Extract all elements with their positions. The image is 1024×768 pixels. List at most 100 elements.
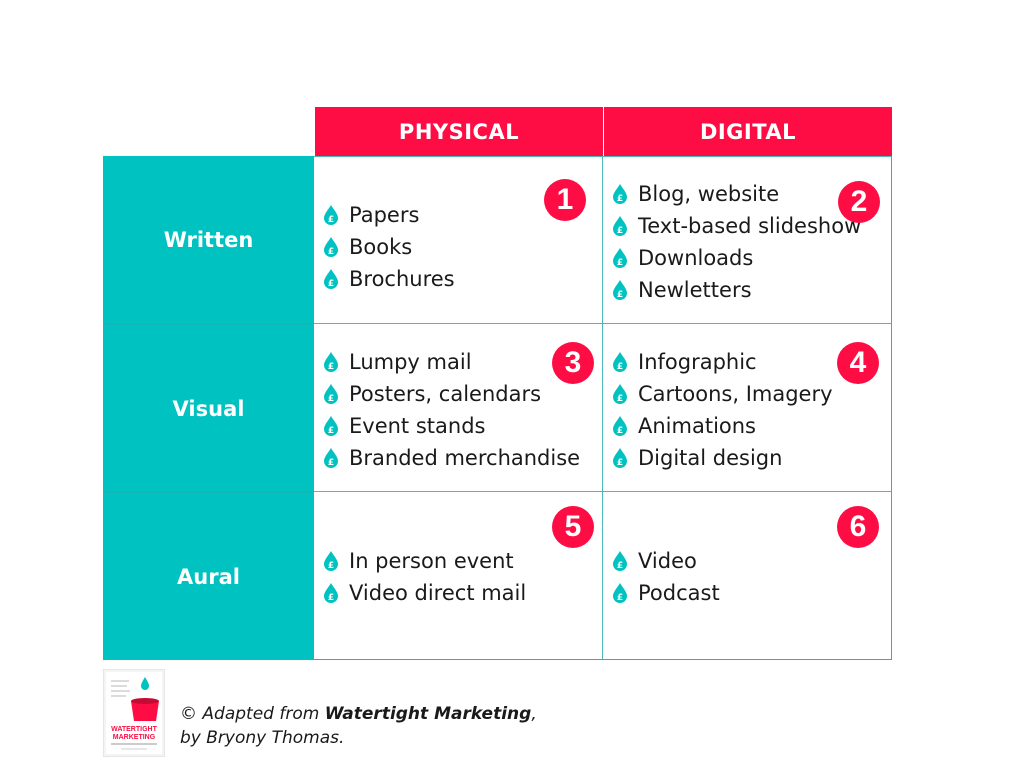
item-list: £Infographic£Cartoons, Imagery£Animation…	[611, 346, 833, 474]
item-text: Downloads	[638, 246, 754, 270]
list-item: £Branded merchandise	[322, 442, 580, 474]
pound-symbol: £	[617, 458, 623, 468]
cell-number-badge: 1	[544, 179, 586, 221]
item-text: Cartoons, Imagery	[638, 382, 833, 406]
list-item: £ Podcast	[611, 577, 720, 609]
pound-symbol: £	[617, 394, 623, 404]
item-text: Event stands	[349, 414, 486, 438]
list-item: £ Lumpy mail	[322, 346, 580, 378]
cell-number-badge: 3	[552, 342, 594, 384]
water-drop-pound-icon: £	[324, 352, 338, 372]
item-list: £ Video £ Podcast	[611, 545, 720, 609]
water-drop-pound-icon: £	[324, 448, 338, 468]
pound-symbol: £	[328, 394, 334, 404]
water-drop-pound-icon: £	[324, 551, 338, 571]
cell-written-physical: £ Papers £ Books £ Brochures 1	[314, 156, 603, 324]
row-header-written: Written	[103, 156, 314, 324]
book-title-line-2: MARKETING	[113, 734, 156, 741]
cell-aural-digital: £ Video £ Podcast 6	[603, 492, 892, 660]
water-drop-pound-icon: £	[613, 384, 627, 404]
pound-symbol: £	[617, 226, 623, 236]
pound-symbol: £	[617, 290, 623, 300]
water-drop-pound-icon: £	[613, 352, 627, 372]
item-text: Digital design	[638, 446, 783, 470]
credit-author: by Bryony Thomas.	[180, 728, 345, 748]
item-list: £ In person event £ Video direct mail	[322, 545, 526, 609]
corner-blank	[103, 107, 314, 156]
water-drop-pound-icon: £	[324, 205, 338, 225]
pound-symbol: £	[617, 362, 623, 372]
water-drop-pound-icon: £	[613, 248, 627, 268]
pound-symbol: £	[617, 426, 623, 436]
credit-line-1: © Adapted from Watertight Marketing,	[180, 702, 537, 726]
water-drop-pound-icon: £	[613, 184, 627, 204]
pound-symbol: £	[328, 279, 334, 289]
water-drop-pound-icon: £	[613, 551, 627, 571]
list-item: £ Text-based slideshow	[611, 210, 861, 242]
list-item: £ In person event	[322, 545, 526, 577]
credit-prefix: © Adapted from	[180, 704, 325, 724]
cell-visual-physical: £ Lumpy mail £ Posters, calendars £ Event sta…	[314, 324, 603, 492]
pound-symbol: £	[328, 215, 334, 225]
item-text: Papers	[349, 203, 420, 227]
pound-symbol: £	[617, 593, 623, 603]
water-drop-pound-icon: £	[613, 448, 627, 468]
pound-symbol: £	[617, 258, 623, 268]
list-item: £ Papers	[322, 199, 455, 231]
list-item: £ Video	[611, 545, 720, 577]
item-text: Text-based slideshow	[638, 214, 862, 238]
list-item: £ Cartoons, Imagery	[611, 378, 833, 410]
item-text: Video	[638, 549, 697, 573]
water-drop-pound-icon: £	[613, 216, 627, 236]
list-item: £ Event stands	[322, 410, 580, 442]
list-item: £ Posters, calendars	[322, 378, 580, 410]
list-item: £ Books	[322, 231, 455, 263]
water-drop-pound-icon: £	[324, 237, 338, 257]
pound-symbol: £	[328, 593, 334, 603]
pound-symbol: £	[328, 426, 334, 436]
list-item: £ Newletters	[611, 274, 861, 306]
item-text: Video direct mail	[349, 581, 527, 605]
item-text: Posters, calendars	[349, 382, 542, 406]
item-text: Newletters	[638, 278, 752, 302]
water-drop-pound-icon: £	[324, 583, 338, 603]
list-item: £ Brochures	[322, 263, 455, 295]
list-item: £Infographic	[611, 346, 833, 378]
cell-number-badge: 5	[552, 506, 594, 548]
item-list: £ Blog, website £ Text-based slideshow £ Down…	[611, 178, 861, 306]
book-cover-image: WATERTIGHT MARKETING	[103, 669, 165, 757]
cell-number-badge: 6	[837, 506, 879, 548]
water-drop-pound-icon: £	[324, 269, 338, 289]
pound-symbol: £	[328, 458, 334, 468]
credit-text: © Adapted from Watertight Marketing, by …	[180, 702, 537, 750]
water-drop-pound-icon: £	[324, 384, 338, 404]
credit-suffix: ,	[531, 704, 537, 724]
column-header-digital: DIGITAL	[603, 107, 892, 156]
item-list: £ Lumpy mail £ Posters, calendars £ Event sta…	[322, 346, 580, 474]
item-text: Brochures	[349, 267, 455, 291]
book-title-line-1: WATERTIGHT	[111, 726, 157, 733]
pound-symbol: £	[328, 561, 334, 571]
cell-aural-physical: £ In person event £ Video direct mail 5	[314, 492, 603, 660]
pound-symbol: £	[328, 247, 334, 257]
item-text: Books	[349, 235, 413, 259]
item-text: Animations	[638, 414, 757, 438]
pound-symbol: £	[617, 194, 623, 204]
pound-symbol: £	[328, 362, 334, 372]
pound-symbol: £	[617, 561, 623, 571]
list-item: £ Blog, website	[611, 178, 861, 210]
item-text: Blog, website	[638, 182, 780, 206]
item-text: In person event	[349, 549, 514, 573]
list-item: £ Video direct mail	[322, 577, 526, 609]
item-text: Lumpy mail	[349, 350, 472, 374]
water-drop-pound-icon: £	[324, 416, 338, 436]
water-drop-pound-icon: £	[613, 280, 627, 300]
cell-number-badge: 2	[838, 181, 880, 223]
cell-written-digital: £ Blog, website £ Text-based slideshow £ Down…	[603, 156, 892, 324]
list-item: £ Downloads	[611, 242, 861, 274]
item-text: Podcast	[638, 581, 720, 605]
list-item: £ Digital design	[611, 442, 833, 474]
water-drop-pound-icon: £	[613, 416, 627, 436]
column-header-physical: PHYSICAL	[314, 107, 603, 156]
list-item: £ Animations	[611, 410, 833, 442]
